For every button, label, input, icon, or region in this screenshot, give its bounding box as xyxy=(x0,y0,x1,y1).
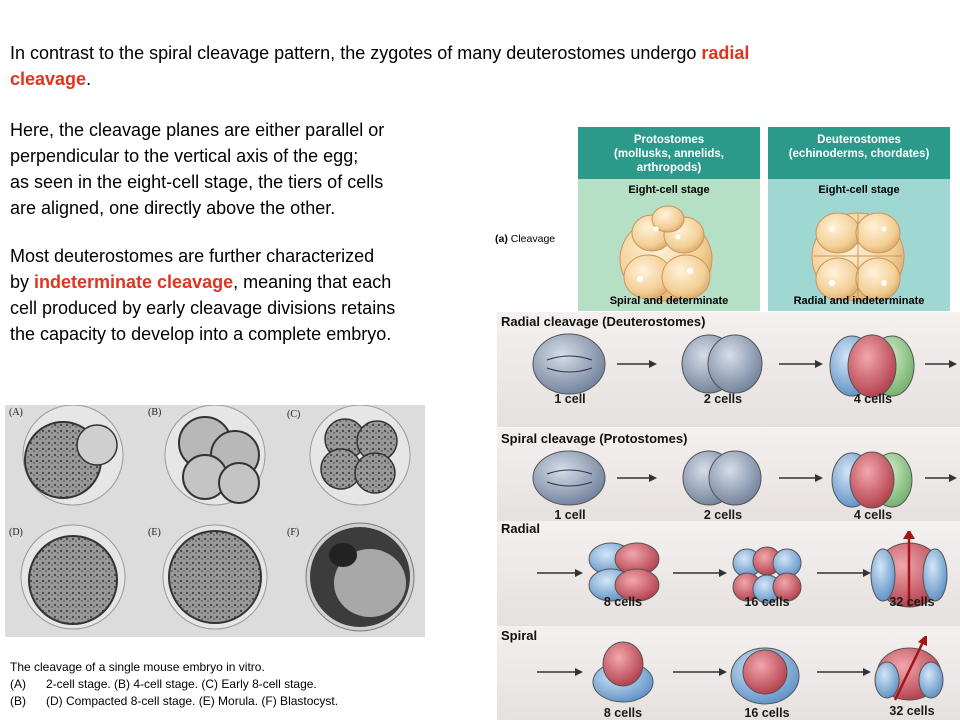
micrograph-label-c: (C) xyxy=(287,409,301,420)
micrograph-label-d: (D) xyxy=(9,527,23,538)
intro-paragraph: In contrast to the spiral cleavage patte… xyxy=(10,40,910,92)
highlight-cleavage: cleavage xyxy=(10,69,87,89)
micrograph-label-a: (A) xyxy=(9,407,23,418)
intro-text: In contrast to the spiral cleavage patte… xyxy=(10,43,702,63)
caption-text: 2-cell stage. (B) 4-cell stage. (C) Earl… xyxy=(46,677,317,691)
planes-line: Here, the cleavage planes are either par… xyxy=(10,120,385,140)
radial-early-cells-figure xyxy=(532,333,957,398)
spiral-strip-title: Spiral cleavage (Protostomes) xyxy=(501,431,688,446)
spiral-label-32-cells: 32 cells xyxy=(889,704,935,718)
radial-label-2-cells: 2 cells xyxy=(703,392,743,406)
radial-label-8-cells: 8 cells xyxy=(603,595,643,609)
indeterminate-line: Most deuterostomes are further character… xyxy=(10,246,375,266)
micrograph-label-f: (F) xyxy=(287,527,300,538)
radial-cleavage-strip: Radial cleavage (Deuterostomes) 1 cell xyxy=(497,312,960,427)
radial-label-32-cells: 32 cells xyxy=(889,595,935,609)
indeterminate-line: the capacity to develop into a complete … xyxy=(10,324,392,344)
text-by: by xyxy=(10,272,35,292)
deuterostomes-caption: Radial and indeterminate xyxy=(793,295,925,307)
caption-text: (D) Compacted 8-cell stage. (E) Morula. … xyxy=(46,694,339,708)
radial-later-cells-figure xyxy=(537,531,948,608)
caption-marker: (A) xyxy=(10,677,26,691)
highlight-radial: radial xyxy=(701,43,750,63)
caption-marker: (B) xyxy=(10,694,26,708)
radial-later-strip: Radial 8 cells 16 cells 32 cells xyxy=(497,521,960,626)
protostomes-caption: Spiral and determinate xyxy=(609,295,729,307)
deuterostomes-header: Deuterostomes (echinoderms, chordates) xyxy=(768,127,950,179)
micrograph-label-e: (E) xyxy=(148,527,161,538)
caption-title: The cleavage of a single mouse embryo in… xyxy=(10,660,265,674)
protostomes-stage-label: Eight-cell stage xyxy=(628,184,710,196)
text-meaning: , meaning that each xyxy=(233,272,392,292)
planes-line: as seen in the eight-cell stage, the tie… xyxy=(10,172,384,192)
protostomes-header: Protostomes (mollusks, annelids, arthrop… xyxy=(578,127,760,179)
spiral-eight-cell-embryo xyxy=(619,205,713,302)
deuterostomes-stage-label: Eight-cell stage xyxy=(818,184,900,196)
radial-eight-cell-embryo xyxy=(811,212,905,302)
indeterminate-paragraph: Most deuterostomes are further character… xyxy=(10,243,490,347)
spiral-label-2-cells: 2 cells xyxy=(703,508,743,522)
radial-later-title: Radial xyxy=(501,521,541,536)
radial-label-1-cell: 1 cell xyxy=(554,392,586,406)
planes-line: are aligned, one directly above the othe… xyxy=(10,198,336,218)
planes-paragraph: Here, the cleavage planes are either par… xyxy=(10,117,480,221)
panel-letter: (a) xyxy=(495,233,508,245)
deuterostomes-panel: Deuterostomes (echinoderms, chordates) E… xyxy=(768,127,950,311)
protostomes-sub: (mollusks, annelids, xyxy=(614,148,724,160)
caption-line: (A) 2-cell stage. (B) 4-cell stage. (C) E… xyxy=(10,676,480,693)
deuterostomes-title: Deuterostomes xyxy=(817,134,901,146)
spiral-cleavage-strip: Spiral cleavage (Protostomes) 1 cell 2 c… xyxy=(497,428,960,522)
micrograph-label-b: (B) xyxy=(148,407,162,418)
caption-line: (B) (D) Compacted 8-cell stage. (E) Morul… xyxy=(10,693,480,710)
spiral-label-16-cells: 16 cells xyxy=(744,706,790,720)
spiral-label-8-cells: 8 cells xyxy=(603,706,643,720)
cleavage-side-label: (a) Cleavage xyxy=(495,233,555,245)
spiral-label-4-cells: 4 cells xyxy=(853,508,893,522)
intro-period: . xyxy=(86,69,92,89)
indeterminate-line: cell produced by early cleavage division… xyxy=(10,298,396,318)
micrograph-caption: The cleavage of a single mouse embryo in… xyxy=(10,659,480,710)
protostomes-title: Protostomes xyxy=(633,134,705,146)
spiral-early-cells-figure xyxy=(532,450,957,509)
protostomes-sub: arthropods) xyxy=(636,162,702,174)
indeterminate-line: by indeterminate cleavage, meaning that … xyxy=(10,269,490,295)
planes-line: perpendicular to the vertical axis of th… xyxy=(10,146,359,166)
side-label-text: Cleavage xyxy=(510,233,556,245)
radial-strip-title: Radial cleavage (Deuterostomes) xyxy=(501,314,706,329)
micrograph-image xyxy=(5,404,425,637)
spiral-later-cells-figure xyxy=(537,636,944,705)
protostomes-panel: Protostomes (mollusks, annelids, arthrop… xyxy=(578,127,760,311)
radial-label-16-cells: 16 cells xyxy=(744,595,790,609)
deuterostomes-sub: (echinoderms, chordates) xyxy=(788,148,930,160)
radial-label-4-cells: 4 cells xyxy=(853,392,893,406)
highlight-indeterminate: indeterminate cleavage xyxy=(34,272,234,292)
mouse-embryo-micrograph: (A) (B) (C) (D) (E) (F) xyxy=(5,404,425,637)
spiral-later-title: Spiral xyxy=(501,628,538,643)
spiral-later-strip: Spiral 8 cells 16 cells 32 cells xyxy=(497,626,960,720)
spiral-label-1-cell: 1 cell xyxy=(554,508,586,522)
